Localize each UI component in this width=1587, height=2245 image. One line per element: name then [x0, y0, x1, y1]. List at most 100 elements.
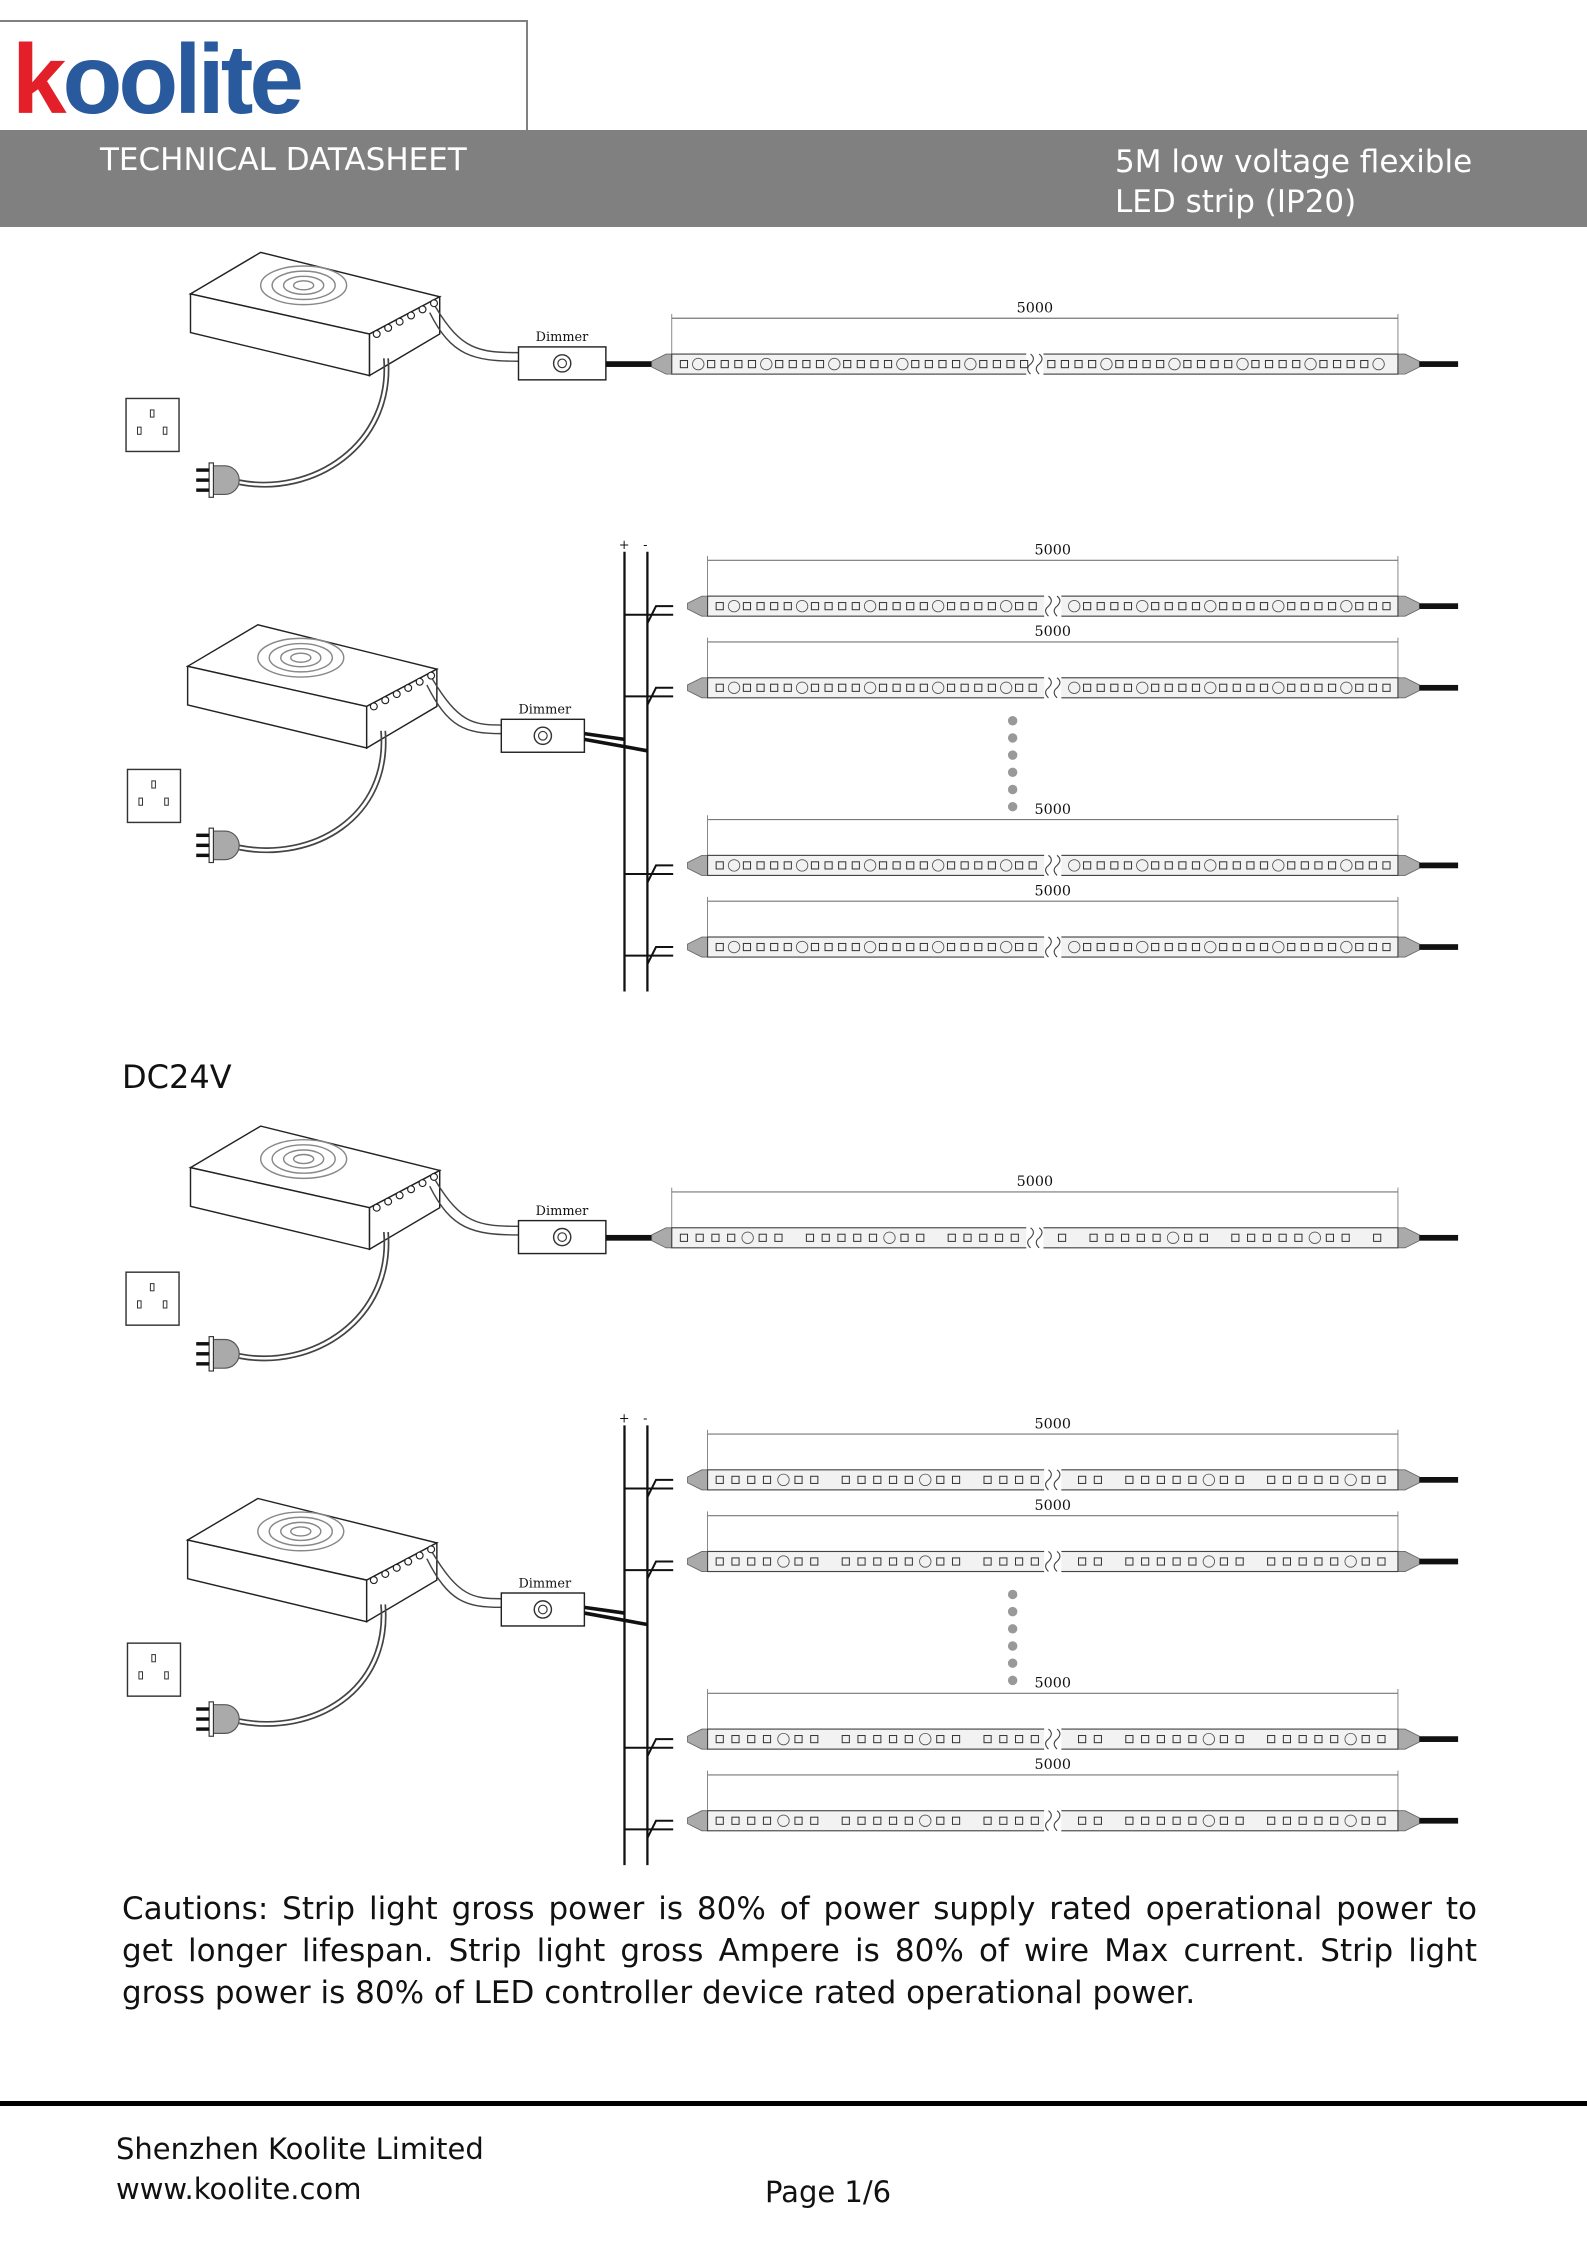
wall-outlet [126, 768, 182, 824]
led-chip [983, 1557, 992, 1566]
led-chip [974, 942, 983, 952]
led-chip [960, 602, 969, 611]
cut-mark [1166, 1231, 1180, 1244]
led-chip [1278, 360, 1287, 369]
strip-break-mark [1035, 1227, 1043, 1249]
led-chip [794, 1475, 803, 1484]
cut-mark [727, 599, 741, 613]
led-chip [851, 861, 860, 870]
dimmer-knob-icon [533, 1600, 553, 1619]
led-chip [1314, 602, 1323, 611]
led-chip [1020, 360, 1029, 369]
cut-mark [1204, 940, 1217, 954]
led-strip: 5000 [687, 1676, 1459, 1751]
led-chip [838, 602, 847, 611]
led-chip [841, 1735, 850, 1744]
led-chip [936, 1735, 945, 1744]
led-chip [783, 861, 792, 870]
led-chip [1028, 602, 1037, 611]
footer-company: Shenzhen Koolite Limited [116, 2132, 484, 2166]
led-chip [1015, 1735, 1024, 1744]
cut-mark [1204, 599, 1217, 613]
led-chip [960, 942, 969, 952]
led-chip [946, 683, 956, 692]
strip-feed-wire [605, 361, 654, 367]
continuation-dot [1007, 750, 1018, 760]
led-chip [1178, 861, 1187, 870]
strip-end-cap [651, 353, 673, 375]
led-chip [1123, 683, 1133, 692]
led-chip [983, 1735, 992, 1744]
branch-wire [646, 864, 674, 884]
dimmer-knob-icon [537, 1604, 548, 1615]
bus-feed-wire [584, 1605, 625, 1615]
led-chip [1219, 1735, 1228, 1744]
continuation-dot [1007, 733, 1018, 743]
branch-wire [646, 686, 674, 706]
terminal-screw [384, 1197, 393, 1206]
power-supply-label-ring [271, 270, 336, 301]
cut-mark [1340, 940, 1353, 954]
led-chip [892, 683, 901, 692]
strip-end-cap [1397, 1810, 1420, 1832]
led-chip [715, 1557, 724, 1566]
terminal-screw [395, 317, 404, 326]
dimmer: Dimmer [517, 330, 607, 381]
led-chip [1264, 360, 1274, 369]
cut-mark [692, 357, 705, 371]
led-chip [888, 1735, 898, 1744]
led-chip [936, 1816, 945, 1825]
led-chip [1178, 942, 1187, 952]
led-chip [1188, 1557, 1197, 1566]
cut-mark [1204, 681, 1217, 694]
cut-mark [1068, 681, 1081, 694]
led-chip [742, 602, 752, 611]
terminal-screw [415, 1551, 424, 1560]
led-chip [873, 1816, 882, 1825]
dimmer-box [500, 718, 586, 753]
power-supply-label-ring [280, 647, 322, 668]
product-title: 5M low voltage flexible LED strip (IP20) [1115, 142, 1472, 222]
led-chip [904, 1816, 913, 1825]
led-chip [919, 602, 928, 611]
power-supply [188, 251, 442, 377]
strip-end-cap [1397, 1728, 1420, 1750]
power-supply-label-ring [290, 652, 312, 663]
cut-mark [863, 859, 877, 872]
led-chip [1232, 683, 1241, 692]
continuation-dot [1007, 784, 1018, 795]
cut-mark [727, 859, 741, 872]
output-wire [1419, 1476, 1459, 1483]
strip-break-mark [1045, 677, 1052, 699]
led-chip [1172, 1475, 1181, 1484]
led-chip [1136, 1233, 1145, 1242]
minus-label: - [643, 538, 647, 553]
led-chip [919, 942, 928, 952]
led-chip [1015, 1816, 1024, 1825]
led-chip [1030, 1475, 1039, 1484]
led-chip [857, 1735, 866, 1744]
led-chip [1010, 1233, 1019, 1242]
terminal-screw [418, 1179, 427, 1188]
cut-mark [1068, 599, 1081, 613]
led-chip [770, 942, 779, 952]
mains-cable [239, 1232, 390, 1362]
led-chip [987, 942, 996, 952]
strip-break-mark [1045, 854, 1052, 876]
led-chip [979, 1233, 988, 1242]
led-chip [770, 602, 779, 611]
plug-pin [196, 1707, 210, 1711]
cut-mark [932, 599, 945, 613]
terminal-screw [429, 1172, 439, 1181]
footer-website[interactable]: www.koolite.com [116, 2172, 362, 2206]
led-chip [1330, 1735, 1339, 1744]
cut-mark [1136, 940, 1149, 954]
led-chip [788, 360, 797, 369]
led-chip [888, 1816, 898, 1825]
led-chip [1235, 1475, 1244, 1484]
dimmer-knob-icon [533, 726, 553, 746]
wall-outlet [126, 1642, 182, 1697]
led-chip [1287, 861, 1296, 870]
power-supply-label-ring [268, 1516, 334, 1547]
terminal-screw [381, 696, 390, 705]
